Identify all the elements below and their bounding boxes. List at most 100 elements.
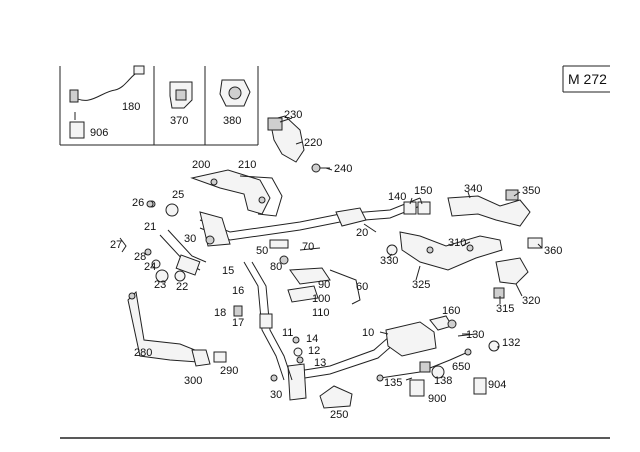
- clip-17: [233, 305, 243, 317]
- mount-330: [386, 244, 398, 256]
- label-350: 350: [522, 185, 540, 197]
- mount-100: [287, 285, 319, 303]
- mount-138: [431, 365, 445, 379]
- leader-lines: [279, 117, 543, 381]
- label-30-lower: 30: [270, 389, 282, 401]
- label-140: 140: [388, 191, 406, 203]
- grommet-132: [488, 340, 500, 352]
- heat-shield-220-230: [267, 115, 305, 163]
- label-15: 15: [222, 265, 234, 277]
- inset-label-906: 906: [90, 127, 108, 139]
- label-138: 138: [434, 375, 452, 387]
- hanger-250: [319, 385, 353, 409]
- rubber-mounts: [269, 239, 361, 305]
- label-100: 100: [312, 293, 330, 305]
- oxygen-sensor-cable: [71, 71, 139, 101]
- cable-130-135: [376, 333, 500, 382]
- clip-290: [213, 351, 227, 363]
- callout-labels: 10 11 12 13 14 15 16 17 18 20 21 22 23 2…: [110, 109, 562, 421]
- label-280: 280: [134, 347, 152, 359]
- label-310: 310: [448, 237, 466, 249]
- label-360: 360: [544, 245, 562, 257]
- label-320: 320: [522, 295, 540, 307]
- label-13: 13: [314, 357, 326, 369]
- label-330: 330: [380, 255, 398, 267]
- connector-906: [69, 121, 85, 139]
- label-22: 22: [176, 281, 188, 293]
- label-30-upper: 30: [184, 233, 196, 245]
- gasket-25: [165, 203, 179, 217]
- mount-90: [289, 267, 331, 285]
- label-290: 290: [220, 365, 238, 377]
- label-17: 17: [232, 317, 244, 329]
- bolt-240: [311, 163, 330, 173]
- label-900: 900: [428, 393, 446, 405]
- label-18: 18: [214, 307, 226, 319]
- pipe-15-16: [243, 261, 293, 381]
- small-parts: [270, 336, 304, 382]
- inset-label-380: 380: [223, 115, 241, 127]
- center-catalyst: [335, 207, 367, 227]
- label-50: 50: [256, 245, 268, 257]
- clip-300: [191, 349, 211, 367]
- label-160: 160: [442, 305, 460, 317]
- label-10: 10: [362, 327, 374, 339]
- inset-label-180: 180: [122, 101, 140, 113]
- label-650: 650: [452, 361, 470, 373]
- crossmember-310: [386, 231, 503, 271]
- label-130: 130: [466, 329, 484, 341]
- label-210: 210: [238, 159, 256, 171]
- front-catalyst: [199, 211, 231, 247]
- label-230: 230: [284, 109, 302, 121]
- label-60: 60: [356, 281, 368, 293]
- sensor-650: [419, 361, 431, 373]
- label-14: 14: [306, 333, 318, 345]
- nut-80: [279, 255, 289, 265]
- rear-catalyst: [287, 363, 307, 401]
- clamp-140: [403, 201, 417, 215]
- label-16: 16: [232, 285, 244, 297]
- connector-900: [409, 379, 425, 397]
- left-small-parts: [119, 200, 215, 283]
- label-28: 28: [134, 251, 146, 263]
- oxygen-sensor-tip: [133, 65, 145, 75]
- model-badge: M 272: [562, 65, 610, 93]
- rear-exhaust-assembly: [287, 315, 457, 401]
- label-110: 110: [312, 307, 330, 319]
- model-badge-label: M 272: [568, 71, 607, 87]
- label-250: 250: [330, 409, 348, 421]
- connector-904: [473, 377, 487, 395]
- rear-muffler: [385, 321, 437, 357]
- label-315: 315: [496, 303, 514, 315]
- mount-315-320: [493, 257, 529, 299]
- label-23: 23: [154, 279, 166, 291]
- bracket-200-210: [190, 169, 283, 217]
- label-80: 80: [270, 261, 282, 273]
- label-220: 220: [304, 137, 322, 149]
- label-340: 340: [464, 183, 482, 195]
- label-325: 325: [412, 279, 430, 291]
- label-25: 25: [172, 189, 184, 201]
- flex-joint: [259, 313, 273, 329]
- label-904: 904: [488, 379, 506, 391]
- inset-label-370: 370: [170, 115, 188, 127]
- clip-360: [527, 237, 543, 249]
- label-12: 12: [308, 345, 320, 357]
- label-24: 24: [144, 261, 156, 273]
- label-240: 240: [334, 163, 352, 175]
- label-90: 90: [318, 279, 330, 291]
- label-20: 20: [356, 227, 368, 239]
- label-11: 11: [282, 327, 293, 339]
- clamp-150: [417, 201, 431, 215]
- label-27: 27: [110, 239, 122, 251]
- bolt-50: [269, 239, 289, 249]
- inset-box: 180 906 370 380: [59, 65, 259, 146]
- label-135: 135: [384, 377, 402, 389]
- label-26: 26: [132, 197, 144, 209]
- label-70: 70: [302, 241, 314, 253]
- label-132: 132: [502, 337, 520, 349]
- bracket-340-350: [447, 189, 531, 227]
- label-200: 200: [192, 159, 210, 171]
